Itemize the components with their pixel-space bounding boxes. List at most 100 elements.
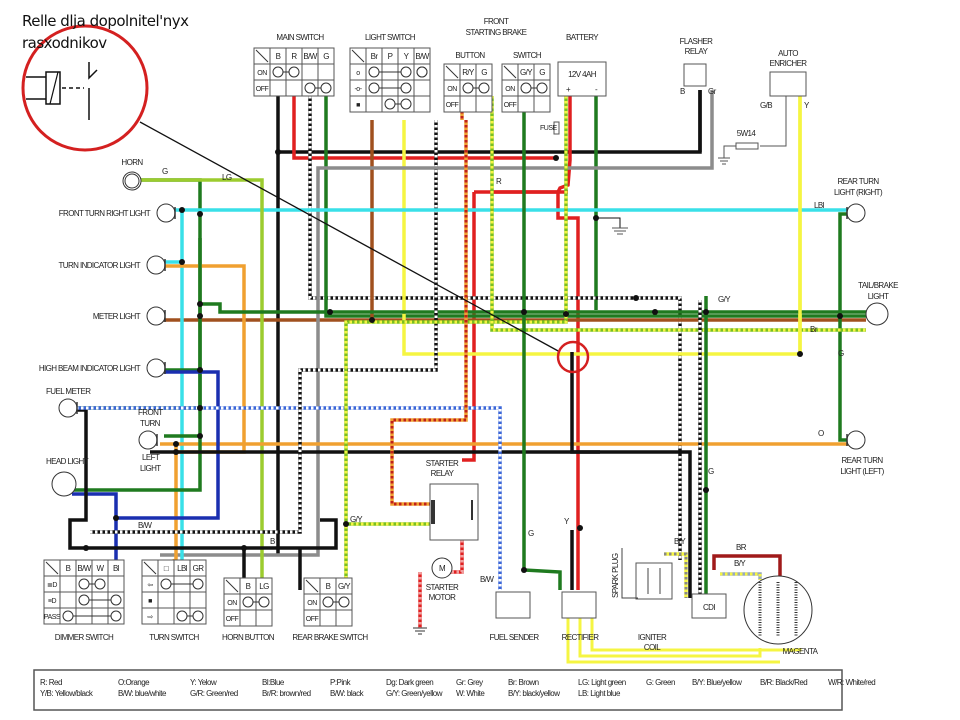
meter-light-lamp-icon xyxy=(146,306,166,326)
tail-brake-label: TAIL/BRAKE xyxy=(858,281,898,290)
table-row-label: OFF xyxy=(504,102,517,109)
table-row-label: o xyxy=(356,70,360,77)
table-row-label: ⇨ xyxy=(147,614,153,621)
horn-label: HORN xyxy=(121,158,143,167)
legend-entry: Br/R: brown/red xyxy=(262,689,311,698)
headlight-g-wire xyxy=(72,238,202,492)
table-column-label: LG xyxy=(259,582,269,591)
table-column-label: B/W xyxy=(303,52,317,61)
front-turn-left-lamp-icon xyxy=(138,430,158,450)
enricher-pin-y: Y xyxy=(804,101,810,110)
wire-label-by-cdi: B/Y xyxy=(674,537,686,546)
front-turn-left-label: TURN xyxy=(140,419,161,428)
resistor-label: 5W14 xyxy=(737,129,757,138)
table-column-label: G xyxy=(481,68,487,77)
table-corner-diagonal xyxy=(351,49,365,63)
junction-dot xyxy=(837,313,843,319)
relay-coil-icon xyxy=(45,71,61,105)
table-cell xyxy=(319,609,337,627)
junction-dot xyxy=(521,567,527,573)
legend-entry: R: Red xyxy=(40,678,62,687)
igniter-coil-box xyxy=(635,562,673,600)
junction-dot xyxy=(343,521,349,527)
junction-dot xyxy=(652,309,658,315)
junction-dot xyxy=(633,295,639,301)
contact-circle xyxy=(110,594,122,606)
flasher-relay-title: RELAY xyxy=(685,47,709,56)
auto-enricher-title: AUTO xyxy=(778,49,798,58)
ground-icon xyxy=(413,627,427,635)
battery-box xyxy=(557,61,607,97)
rectifier-b-wire xyxy=(570,380,692,598)
meter-light-g-wire xyxy=(200,302,866,314)
table-column-label: B/W xyxy=(77,564,91,573)
flasher-relay-box xyxy=(683,63,707,87)
contact-circle xyxy=(62,610,74,622)
table-cell xyxy=(255,609,273,627)
table-corner-diagonal xyxy=(225,579,239,593)
main-switch-r-wire xyxy=(292,96,556,160)
table-row-label: ■ xyxy=(356,102,360,109)
junction-dot xyxy=(179,207,185,213)
relay-coil-diagonal xyxy=(49,71,59,105)
table-cell xyxy=(459,95,477,113)
main-switch-bw xyxy=(308,96,682,560)
spark-plug-label: SPARK PLUG xyxy=(611,553,620,598)
legend-entry: O:Orange xyxy=(118,678,150,687)
table-cell xyxy=(533,95,551,113)
contact-circle xyxy=(520,82,532,94)
annotation-pointer-line xyxy=(139,121,561,353)
black-wire xyxy=(596,217,621,228)
junction-dot xyxy=(173,441,179,447)
yellow-wire xyxy=(590,618,802,652)
table-cell xyxy=(189,591,207,609)
contact-circle xyxy=(110,610,122,622)
legend-entry: Dg: Dark green xyxy=(386,678,433,687)
table-cell xyxy=(475,95,493,113)
relay-switch-contact-icon xyxy=(88,62,98,120)
starting-brake-title: STARTING BRAKE xyxy=(466,28,527,37)
rectifier-box xyxy=(561,591,597,619)
table-row-label: ≡D xyxy=(48,598,57,605)
junction-dot xyxy=(197,405,203,411)
wire-label-br: Br xyxy=(810,325,818,334)
junction-dot xyxy=(197,301,203,307)
wire-label-g-fuel: G xyxy=(528,529,534,538)
rear-turn-right-label: LIGHT (RIGHT) xyxy=(834,188,883,197)
legend-entry: Bl:Blue xyxy=(262,678,285,687)
junction-dot xyxy=(797,351,803,357)
junction-dot xyxy=(173,449,179,455)
contact-circle xyxy=(368,82,380,94)
table-cell xyxy=(517,95,535,113)
table-row-label: ON xyxy=(505,86,515,93)
contact-circle xyxy=(322,596,334,608)
wire-label-horn-g: G xyxy=(162,167,168,176)
legend-entry: B/R: Black/Red xyxy=(760,678,807,687)
auto-enricher-title: ENRICHER xyxy=(770,59,808,68)
table-row-label: ON xyxy=(257,70,267,77)
contact-circle xyxy=(272,66,284,78)
legend-entry: Br: Brown xyxy=(508,678,539,687)
yellow-wire xyxy=(566,618,780,664)
battery-rating: 12V 4AH xyxy=(568,70,597,79)
enricher-pin-gb: G/B xyxy=(760,101,772,110)
high-beam-lamp-icon xyxy=(146,358,166,378)
turn-indicator-label: TURN INDICATOR LIGHT xyxy=(59,261,141,270)
table-row-label: OFF xyxy=(226,616,239,623)
table-cell xyxy=(413,95,431,113)
contact-circle xyxy=(384,98,396,110)
head-light-label: HEAD LIGHT xyxy=(46,457,89,466)
table-row-label: ON xyxy=(227,600,237,607)
junction-dot xyxy=(197,313,203,319)
ground-icon xyxy=(718,157,730,165)
turn-indicator-o-wire xyxy=(164,264,246,454)
table-corner-diagonal xyxy=(143,561,157,575)
junction-dot xyxy=(593,215,599,221)
table-row-label: OFF xyxy=(446,102,459,109)
table-cell xyxy=(285,79,303,97)
junction-dot xyxy=(553,155,559,161)
